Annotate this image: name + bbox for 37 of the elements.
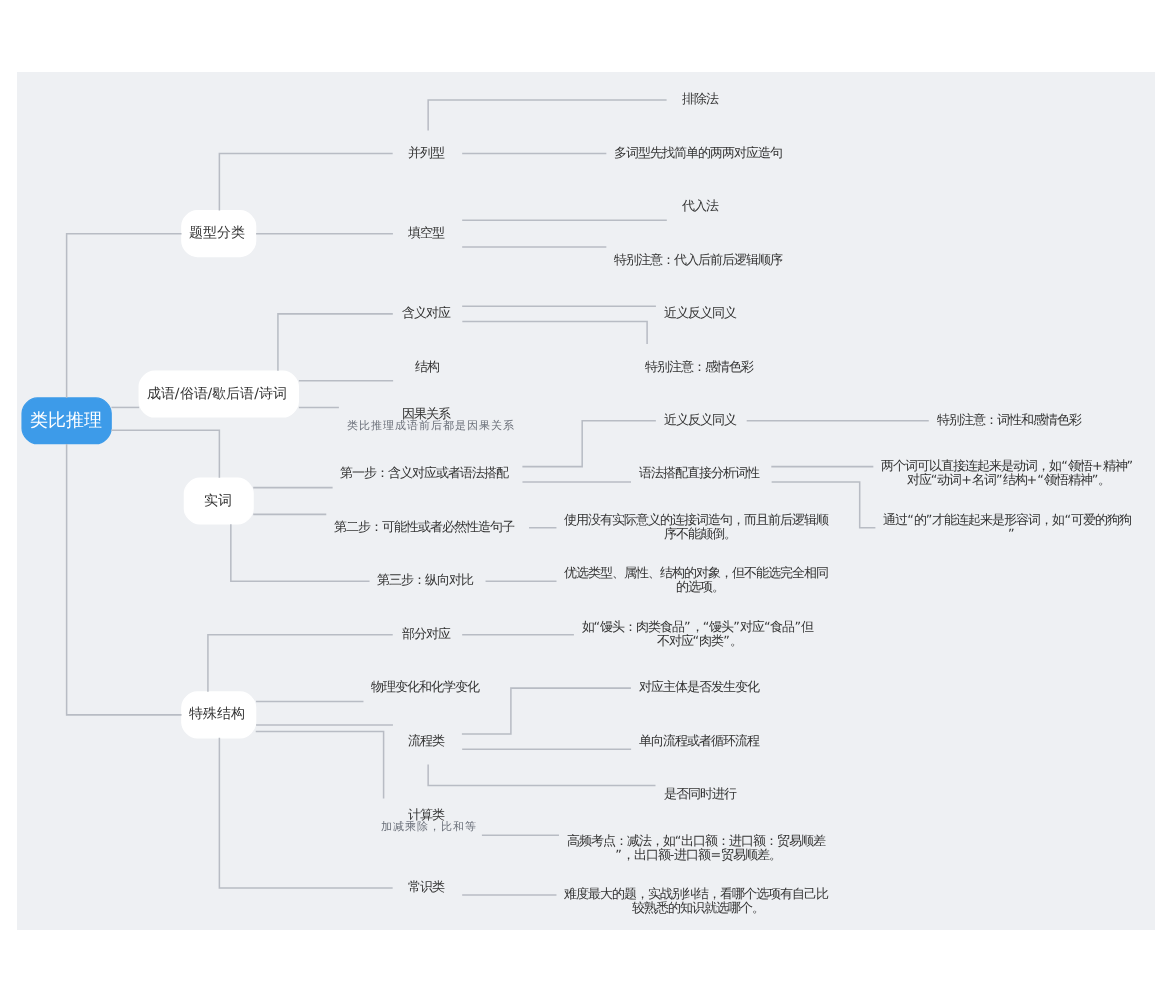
connector: [461, 632, 575, 635]
connector: [65, 442, 183, 715]
connector: [252, 512, 328, 515]
connector: [427, 98, 668, 131]
connector: [461, 245, 608, 247]
connector: [745, 419, 930, 421]
connector: [255, 231, 394, 234]
connector: [207, 632, 394, 692]
connector: [230, 522, 371, 581]
connector: [277, 312, 394, 371]
connector: [110, 428, 221, 478]
connector: [461, 686, 632, 734]
connector: [218, 736, 394, 888]
connector: [461, 218, 668, 221]
connector: [255, 723, 394, 725]
connector: [481, 833, 560, 835]
connector: [461, 747, 632, 749]
connector: [427, 762, 657, 786]
connector: [65, 231, 183, 398]
connector: [218, 151, 394, 211]
connector: [255, 699, 365, 702]
connector: [252, 485, 334, 488]
connector: [521, 480, 632, 482]
node-box: 类比推理: [21, 396, 112, 444]
connector: [461, 319, 648, 344]
connector: [528, 525, 558, 528]
connector: [461, 151, 608, 154]
connector: [461, 304, 657, 306]
connector: [484, 579, 558, 581]
connector: [254, 729, 385, 799]
connector: [298, 378, 394, 381]
connector: [770, 464, 875, 467]
connector: [521, 419, 657, 467]
connector: [770, 480, 877, 528]
connector: [461, 893, 558, 895]
connector: [298, 405, 340, 408]
connector: [110, 405, 140, 408]
